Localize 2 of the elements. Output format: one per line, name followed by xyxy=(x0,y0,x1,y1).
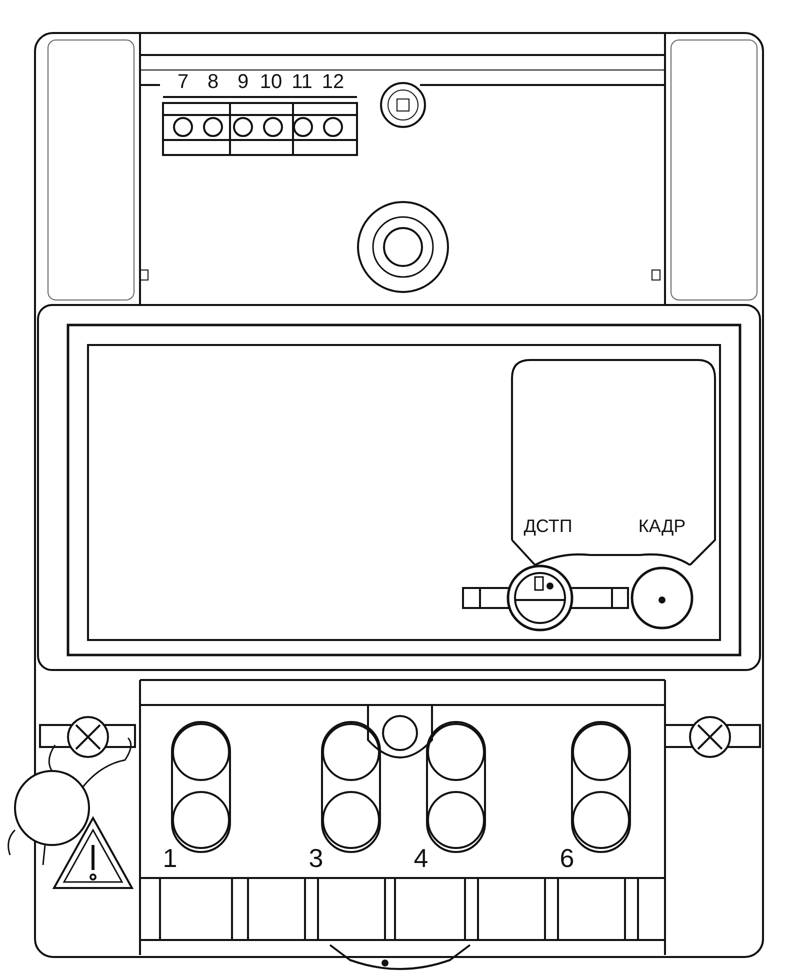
button-label: КАДР xyxy=(637,517,687,535)
button-label: ДСТП xyxy=(522,517,574,535)
